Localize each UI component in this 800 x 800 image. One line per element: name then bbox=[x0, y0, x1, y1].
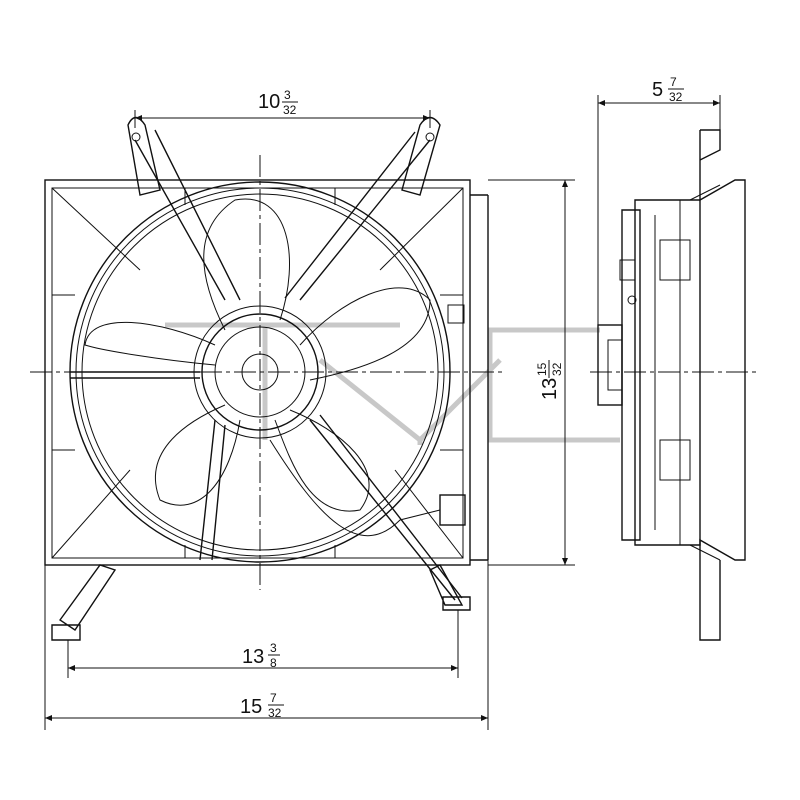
dimension-bottom-mount-spacing: 13 3 8 bbox=[67, 610, 459, 678]
svg-text:32: 32 bbox=[669, 90, 683, 104]
front-view bbox=[30, 116, 505, 641]
svg-text:32: 32 bbox=[283, 103, 297, 117]
svg-text:7: 7 bbox=[270, 691, 277, 705]
fan-blades bbox=[84, 198, 431, 512]
motor-body bbox=[597, 324, 623, 406]
svg-text:3: 3 bbox=[270, 641, 277, 655]
dimension-height: 13 15 32 bbox=[488, 179, 575, 566]
svg-text:13: 13 bbox=[242, 646, 264, 668]
svg-text:8: 8 bbox=[270, 656, 277, 670]
svg-text:32: 32 bbox=[268, 706, 282, 720]
svg-text:32: 32 bbox=[550, 362, 564, 376]
svg-text:7: 7 bbox=[670, 75, 677, 89]
side-view bbox=[590, 129, 760, 641]
svg-text:5: 5 bbox=[652, 79, 663, 101]
svg-text:15: 15 bbox=[535, 362, 549, 376]
dimension-top-mount-spacing: 10 3 32 bbox=[134, 88, 431, 128]
electrical-connector bbox=[439, 494, 466, 526]
svg-text:13: 13 bbox=[539, 378, 561, 400]
mount-tab-bottom-right bbox=[429, 564, 471, 611]
svg-text:10: 10 bbox=[258, 91, 280, 113]
mount-tab-top-right bbox=[401, 116, 441, 196]
mount-tab-bottom-left bbox=[51, 564, 117, 641]
tyc-watermark bbox=[165, 322, 620, 445]
dimension-side-depth: 5 7 32 bbox=[597, 75, 721, 325]
dimension-overall-width: 15 7 32 bbox=[44, 560, 489, 730]
svg-text:15: 15 bbox=[240, 696, 262, 718]
svg-text:3: 3 bbox=[284, 88, 291, 102]
